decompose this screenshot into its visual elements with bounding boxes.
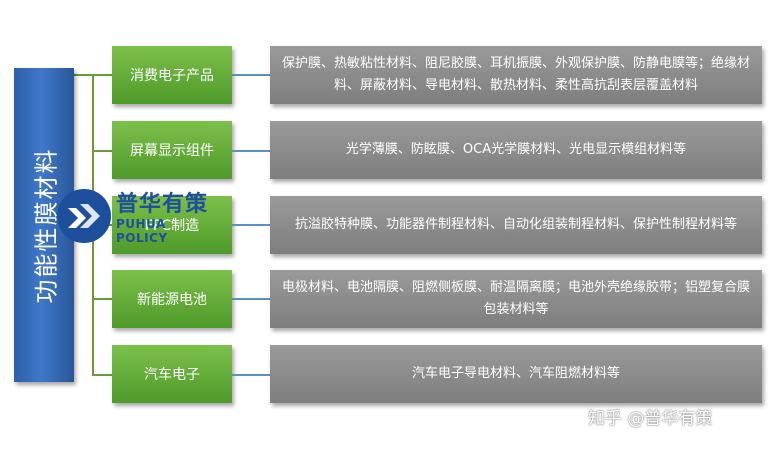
- puhua-logo: 普华有策 PUHUA POLICY: [56, 186, 216, 246]
- branch-line-1: [92, 74, 112, 76]
- puhua-logo-icon: [57, 189, 111, 243]
- logo-name-en: PUHUA POLICY: [116, 217, 168, 245]
- detail-auto-electronics: 汽车电子导电材料、汽车阻燃材料等: [270, 345, 762, 403]
- detail-consumer-electronics: 保护膜、热敏粘性材料、阻尼胶膜、耳机振膜、外观保护膜、防静电膜等；绝缘材料、屏蔽…: [270, 46, 762, 104]
- branch-line-4: [92, 298, 112, 300]
- logo-name-cn: 普华有策: [116, 192, 209, 217]
- branch-line-2: [92, 150, 112, 152]
- connector-2: [232, 150, 272, 152]
- category-new-energy-battery: 新能源电池: [112, 270, 232, 328]
- branch-line-5: [92, 374, 112, 376]
- detail-screen-display: 光学薄膜、防眩膜、OCA光学膜材料、光电显示模组材料等: [270, 121, 762, 179]
- detail-new-energy-battery: 电极材料、电池隔膜、阻燃侧板膜、耐温隔离膜；电池外壳绝缘胶带；铝塑复合膜包装材料…: [270, 270, 762, 328]
- connector-4: [232, 298, 272, 300]
- category-auto-electronics: 汽车电子: [112, 345, 232, 403]
- connector-3: [232, 224, 272, 226]
- zhihu-watermark: 知乎 @普华有策: [588, 409, 713, 429]
- tree-trunk-line: [74, 74, 92, 76]
- connector-5: [232, 374, 272, 376]
- connector-1: [232, 74, 272, 76]
- detail-fpc: 抗溢胶特种膜、功能器件制程材料、自动化组装制程材料、保护性制程材料等: [270, 196, 762, 254]
- category-fpc: FPC制造: [112, 196, 232, 254]
- category-consumer-electronics: 消费电子产品: [112, 46, 232, 104]
- category-screen-display: 屏幕显示组件: [112, 121, 232, 179]
